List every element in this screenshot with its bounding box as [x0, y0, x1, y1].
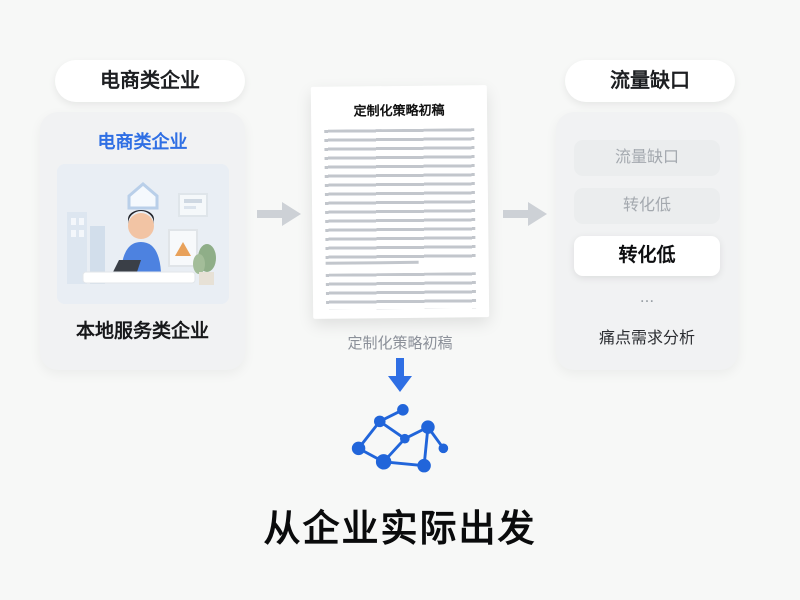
laptop-icon [112, 260, 141, 272]
frame-line [183, 199, 202, 203]
document-caption: 定制化策略初稿 [347, 335, 453, 352]
house-icon [127, 182, 158, 210]
document-text-line [325, 260, 419, 265]
document-text-lines [325, 272, 477, 310]
strategy-document: 定制化策略初稿 [310, 85, 490, 319]
document-text-lines [324, 128, 476, 262]
plant-leaves [192, 254, 205, 274]
picture-frame [177, 193, 208, 217]
arrow-right-icon [257, 202, 301, 226]
left-card-title: 电商类企业 [97, 132, 188, 152]
footer-headline: 从企业实际出发 [263, 508, 537, 549]
right-pill: 流量缺口 [565, 60, 735, 102]
pain-point-ellipsis: ... [639, 287, 655, 306]
board-chart-triangle [174, 242, 191, 256]
pain-point-item-highlighted: 转化低 [574, 236, 720, 276]
office-worker-illustration-svg [56, 164, 229, 304]
arrow-down-icon [388, 358, 412, 392]
pain-point-item: 流量缺口 [574, 140, 720, 176]
left-pill: 电商类企业 [55, 60, 245, 102]
pain-point-item: 转化低 [574, 188, 720, 224]
network-graph-icon [351, 404, 449, 473]
right-pill-label: 流量缺口 [610, 70, 690, 92]
left-card: 电商类企业 [40, 112, 245, 370]
desk [82, 271, 195, 284]
whiteboard [167, 229, 198, 267]
left-pill-label: 电商类企业 [100, 70, 200, 92]
building-window [78, 218, 84, 225]
building-window [70, 230, 76, 237]
arrow-right-icon [503, 202, 547, 226]
document-title: 定制化策略初稿 [353, 102, 445, 119]
plant-pot [198, 272, 214, 285]
building-icon [89, 226, 105, 284]
building-window [70, 218, 76, 225]
office-worker-at-desk-illustration [56, 164, 229, 304]
right-card-caption: 痛点需求分析 [598, 330, 695, 347]
left-card-caption: 本地服务类企业 [75, 321, 209, 342]
pain-points-card: 流量缺口 转化低 转化低 ... 痛点需求分析 [556, 112, 738, 370]
building-window [78, 230, 84, 237]
frame-line [183, 206, 196, 209]
person-head [127, 213, 154, 239]
